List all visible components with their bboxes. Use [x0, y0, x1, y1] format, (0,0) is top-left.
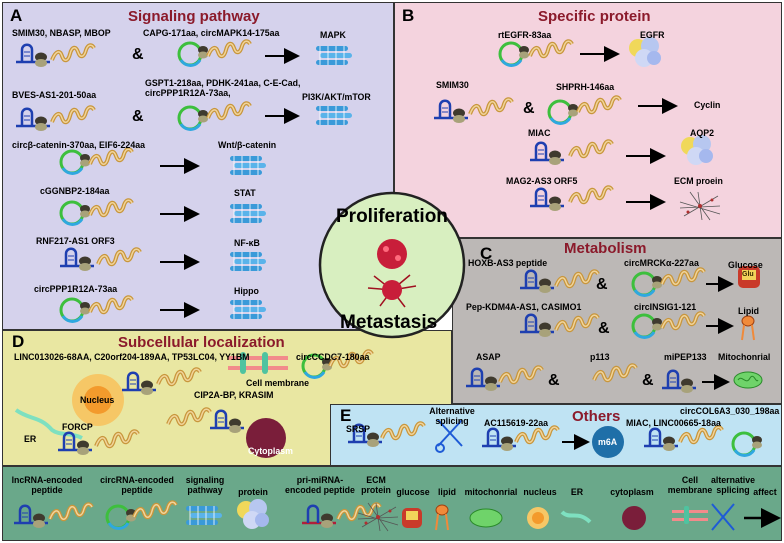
a-row6-target: Hippo: [234, 286, 259, 296]
b-row2-amp: &: [523, 100, 535, 117]
legend-lipid: lipid: [437, 487, 457, 497]
b-row2-left: SMIM30: [436, 80, 469, 90]
b-row4-left: MAG2-AS3 ORF5: [506, 176, 578, 186]
panel-b-letter: B: [402, 6, 415, 25]
c-row2-target: Lipid: [738, 306, 760, 316]
d-nucleus: Nucleus: [80, 395, 115, 405]
c-row1-mid: circMRCKα-227aa: [624, 258, 699, 268]
legend-ecm: ECM protein: [361, 475, 391, 496]
c-row3-amp2: &: [642, 372, 654, 389]
a-row3-target: Wnt/β-catenin: [218, 140, 277, 150]
b-row2-mid: SHPRH-146aa: [556, 82, 615, 92]
e-srsp: SRSP: [346, 424, 370, 434]
b-row2-target: Cyclin: [694, 100, 721, 110]
e-alt: Alternative splicing: [429, 406, 475, 427]
d-cipa: CIP2A-BP, KRASIM: [194, 390, 274, 400]
legend-sig: signaling pathway: [185, 475, 225, 496]
a-row1-amp: &: [132, 46, 144, 63]
a-row1-target: MAPK: [320, 30, 346, 40]
c-row3-mid2: miPEP133: [664, 352, 707, 362]
legend-mito: mitochonrial: [464, 487, 518, 497]
d-line1: LINC013026-68AA, C20orf204-189AA, TP53LC…: [14, 352, 250, 362]
c-row3-left: ASAP: [476, 352, 501, 362]
a-row5-left: RNF217-AS1 ORF3: [36, 236, 115, 246]
d-membrane: Cell membrane: [246, 378, 310, 388]
e-ac: AC115619-22aa: [484, 418, 549, 428]
a-row4-left: cGGNBP2-184aa: [40, 186, 110, 196]
panel-a-letter: A: [10, 6, 23, 25]
d-er: ER: [24, 434, 37, 444]
c-row1-amp: &: [596, 276, 608, 293]
legend-membrane: Cell membrane: [667, 475, 713, 496]
c-row2-amp: &: [598, 320, 610, 337]
c-row3-target: Mitochonrial: [718, 352, 771, 362]
legend-nucleus: nucleus: [523, 487, 557, 497]
panel-e-letter: E: [340, 406, 352, 425]
legend-affect: affect: [753, 487, 777, 497]
a-row2-left: BVES-AS1-201-50aa: [12, 90, 97, 100]
a-row3-left: circβ-catenin-370aa, EIF6-224aa: [12, 140, 145, 150]
panel-c-letter: C: [480, 244, 493, 263]
panel-a-title: Signaling pathway: [128, 8, 260, 25]
a-row2-mid: GSPT1-218aa, PDHK-241aa, C-E-Cad, circPP…: [145, 78, 301, 99]
a-row1-mid: CAPG-171aa, circMAPK14-175aa: [143, 28, 280, 38]
proliferation-label: Proliferation: [336, 206, 448, 227]
legend-er: ER: [570, 487, 584, 497]
legend-lnc: lncRNA-encoded peptide: [11, 475, 83, 496]
c-row3-mid: p113: [590, 352, 610, 362]
e-circcol: circCOL6A3_030_198aa: [680, 406, 780, 416]
a-row4-target: STAT: [234, 188, 256, 198]
panel-c-title: Metabolism: [564, 240, 647, 257]
legend-cyto: cytoplasm: [610, 487, 654, 497]
panel-e-title: Others: [572, 408, 621, 425]
c-row1-left: HOXB-AS3 peptide: [468, 258, 548, 268]
legend-glucose: glucose: [396, 487, 430, 497]
c-glu-label: Glu: [742, 271, 754, 278]
panel-b: [394, 2, 782, 238]
b-row1-target: EGFR: [640, 30, 665, 40]
c-row1-target: Glucose: [728, 260, 763, 270]
a-row2-amp: &: [132, 108, 144, 125]
a-row2-target: PI3K/AKT/mTOR: [302, 92, 371, 102]
d-forcp: FORCP: [62, 422, 93, 432]
metastasis-label: Metastasis: [340, 312, 438, 333]
panel-d-title: Subcellular localization: [118, 334, 285, 351]
a-row6-left: circPPP1R12A-73aa: [34, 284, 118, 294]
legend-protein: protein: [238, 487, 268, 497]
b-row1-left: rtEGFR-83aa: [498, 30, 552, 40]
legend-pri: pri-miRNA-encoded peptide: [285, 475, 355, 496]
e-miac: MIAC, LINC00665-18aa: [626, 418, 721, 428]
e-m6a: m6A: [598, 437, 618, 447]
b-row4-target: ECM proein: [674, 176, 723, 186]
a-row5-target: NF-κB: [234, 238, 260, 248]
c-row3-amp1: &: [548, 372, 560, 389]
c-row2-left: Pep-KDM4A-AS1, CASIMO1: [466, 302, 582, 312]
panel-d-letter: D: [12, 332, 25, 351]
b-row3-left: MIAC: [528, 128, 551, 138]
legend-alt: alternative splicing: [710, 475, 755, 496]
d-circ: circCCDC7-180aa: [296, 352, 370, 362]
a-row1-left: SMIM30, NBASP, MBOP: [12, 28, 111, 38]
panel-a: [2, 2, 394, 330]
b-row3-target: AQP2: [690, 128, 714, 138]
c-row2-mid: circINSIG1-121: [634, 302, 697, 312]
legend-circ: circRNA-encoded peptide: [100, 475, 174, 496]
d-cytoplasm: Cytoplasm: [248, 446, 293, 456]
panel-b-title: Specific protein: [538, 8, 651, 25]
